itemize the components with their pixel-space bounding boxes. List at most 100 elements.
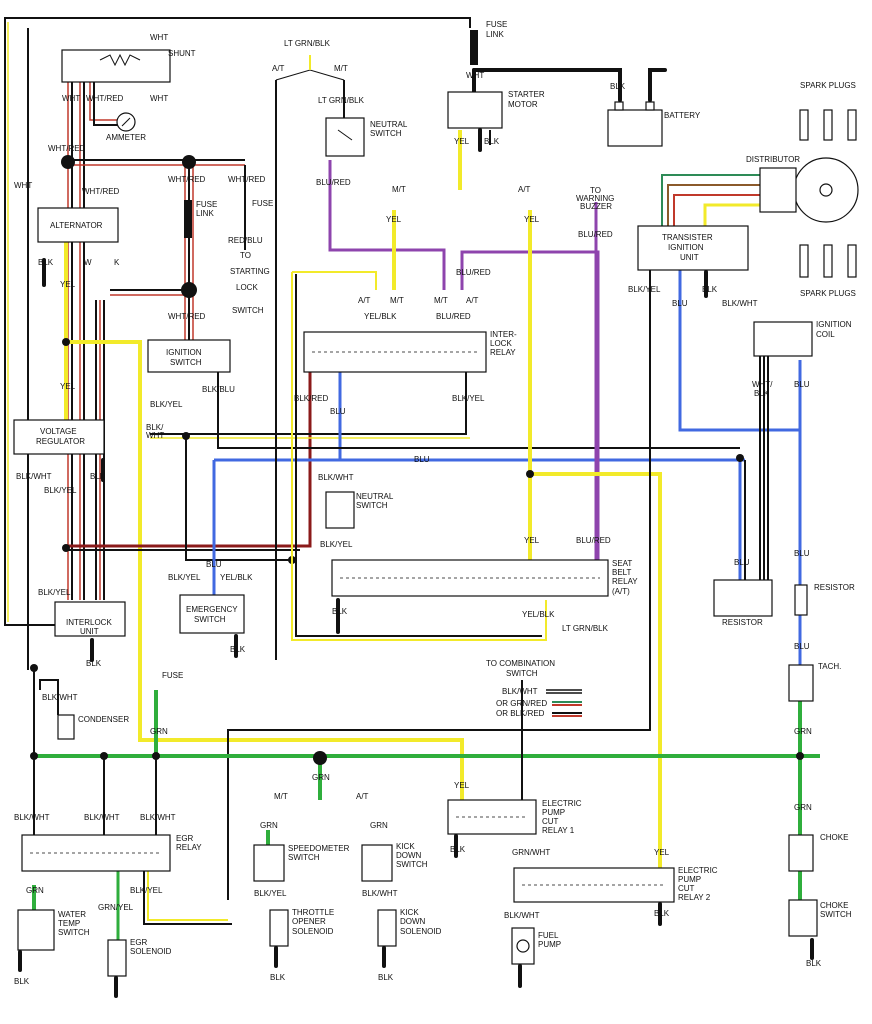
label-interlock-relay-2: LOCK <box>490 339 512 348</box>
label-yel-blk-em: YEL/BLK <box>220 573 253 582</box>
wire-yellow-left <box>62 240 464 800</box>
label-voltage-regulator-2: REGULATOR <box>36 437 85 446</box>
label-wht-shunt-right: WHT <box>150 94 168 103</box>
label-wht-red-6: WHT/RED <box>168 312 206 321</box>
label-neutral-switch-2: SWITCH <box>370 129 402 138</box>
label-water-temp-1: WATER <box>58 910 86 919</box>
label-yel-2: YEL <box>524 215 540 224</box>
label-resistor-2: RESISTOR <box>722 618 763 627</box>
label-fuse-link-top-2: LINK <box>486 30 504 39</box>
label-egr-sol-2: SOLENOID <box>130 947 172 956</box>
label-neutral-switch-b2: SWITCH <box>356 501 388 510</box>
label-interlock-unit-2: UNIT <box>80 627 99 636</box>
label-blk-speed-ground: BLK <box>270 973 286 982</box>
throttle-opener-solenoid <box>269 909 289 947</box>
label-blk-wht-ns: BLK/WHT <box>318 473 354 482</box>
label-or-grn-red: OR GRN/RED <box>496 699 547 708</box>
label-blu-red-2: BLU/RED <box>456 268 491 277</box>
label-yel-epc2: YEL <box>654 848 670 857</box>
label-to-starting-2: STARTING <box>230 267 270 276</box>
label-blk-epc1: BLK <box>450 845 466 854</box>
label-blk-yel-il: BLK/YEL <box>452 394 485 403</box>
label-lt-grn-blk-top: LT GRN/BLK <box>284 39 331 48</box>
label-blu-long: BLU <box>414 455 430 464</box>
label-epc2-4: RELAY 2 <box>678 893 711 902</box>
label-resistor-1: RESISTOR <box>814 583 855 592</box>
label-blk-wht-combo: BLK/WHT <box>502 687 538 696</box>
electric-pump-cut-relay-2 <box>513 867 675 903</box>
label-to-starting-1: TO <box>240 251 251 260</box>
label-blu-res: BLU <box>734 558 750 567</box>
label-emergency-2: SWITCH <box>194 615 226 624</box>
wire-distributor <box>661 174 760 228</box>
label-to-combo-2: SWITCH <box>506 669 538 678</box>
label-fuse-right: FUSE <box>252 199 273 208</box>
seat-belt-relay <box>331 559 609 597</box>
label-blk-wht-fp: BLK/WHT <box>504 911 540 920</box>
label-at-top: A/T <box>272 64 285 73</box>
shunt <box>61 49 171 83</box>
label-blu-tr: BLU <box>672 299 688 308</box>
label-lt-grn-blk-sb: LT GRN/BLK <box>562 624 609 633</box>
label-neutral-switch-b1: NEUTRAL <box>356 492 394 501</box>
label-wht-starter: WHT <box>466 71 484 80</box>
label-blk-wht-tr: BLK/WHT <box>722 299 758 308</box>
label-to-combo-1: TO COMBINATION <box>486 659 555 668</box>
label-seat-belt-1: SEAT <box>612 559 632 568</box>
label-red-blu: RED/BLU <box>228 236 263 245</box>
alternator <box>37 207 119 243</box>
wire-combo-legend <box>521 680 582 800</box>
label-kick-down-1: KICK <box>396 842 415 851</box>
label-throttle-2: OPENER <box>292 917 326 926</box>
wire-green-bus <box>30 690 820 940</box>
label-wht-blk-coil-1: WHT/ <box>752 380 773 389</box>
label-wht-shunt-left: WHT <box>62 94 80 103</box>
label-tach: TACH. <box>818 662 841 671</box>
label-kick-sol-1: KICK <box>400 908 419 917</box>
label-blu-coil: BLU <box>794 380 810 389</box>
kick-down-switch <box>361 844 393 882</box>
label-grn-wht-epc: GRN/WHT <box>512 848 550 857</box>
resistor-right <box>794 584 808 616</box>
label-spark-plugs-bottom: SPARK PLUGS <box>800 289 856 298</box>
label-epc1-3: CUT <box>542 817 559 826</box>
label-blk-yel-ign: BLK/YEL <box>150 400 183 409</box>
label-mt-il-2: M/T <box>434 296 448 305</box>
fuse-link-top <box>470 30 478 65</box>
label-alternator: ALTERNATOR <box>50 221 103 230</box>
condenser <box>57 714 75 740</box>
label-blk-red-il: BLK/RED <box>294 394 328 403</box>
label-transister-1: TRANSISTER <box>662 233 713 242</box>
label-water-temp-3: SWITCH <box>58 928 90 937</box>
ammeter <box>116 112 136 132</box>
interlock-unit <box>54 601 126 637</box>
label-epc1-1: ELECTRIC <box>542 799 582 808</box>
label-blk-choke: BLK <box>806 959 822 968</box>
label-fuse-mid: FUSE <box>162 671 183 680</box>
label-to-buzzer-3: BUZZER <box>580 202 612 211</box>
label-blk-wht-cond: BLK/WHT <box>42 693 78 702</box>
wire-blue <box>212 260 802 665</box>
interlock-relay <box>303 331 487 373</box>
label-blk-yel-throttle: BLK/YEL <box>254 889 287 898</box>
label-yel-epc1: YEL <box>454 781 470 790</box>
voltage-regulator <box>13 419 105 455</box>
label-epc2-3: CUT <box>678 884 695 893</box>
label-wht-left: WHT <box>14 181 32 190</box>
label-blk-em: BLK <box>230 645 246 654</box>
label-grn-choke: GRN <box>794 803 812 812</box>
label-mt-top: M/T <box>334 64 348 73</box>
label-grn-speed: GRN <box>260 821 278 830</box>
wire-lt-grn-blk <box>275 55 345 660</box>
label-blk-yel-egr: BLK/YEL <box>130 886 163 895</box>
label-blk-yel-reg: BLK/YEL <box>44 486 77 495</box>
label-fuel-pump-2: PUMP <box>538 940 561 949</box>
wire-coil <box>227 270 769 900</box>
electric-pump-cut-relay-1 <box>447 799 537 835</box>
label-voltage-regulator-1: VOLTAGE <box>40 427 77 436</box>
label-interlock-unit-1: INTERLOCK <box>66 618 112 627</box>
fuse-link-left <box>184 200 192 238</box>
starter-motor <box>447 91 503 129</box>
tach <box>788 664 814 702</box>
